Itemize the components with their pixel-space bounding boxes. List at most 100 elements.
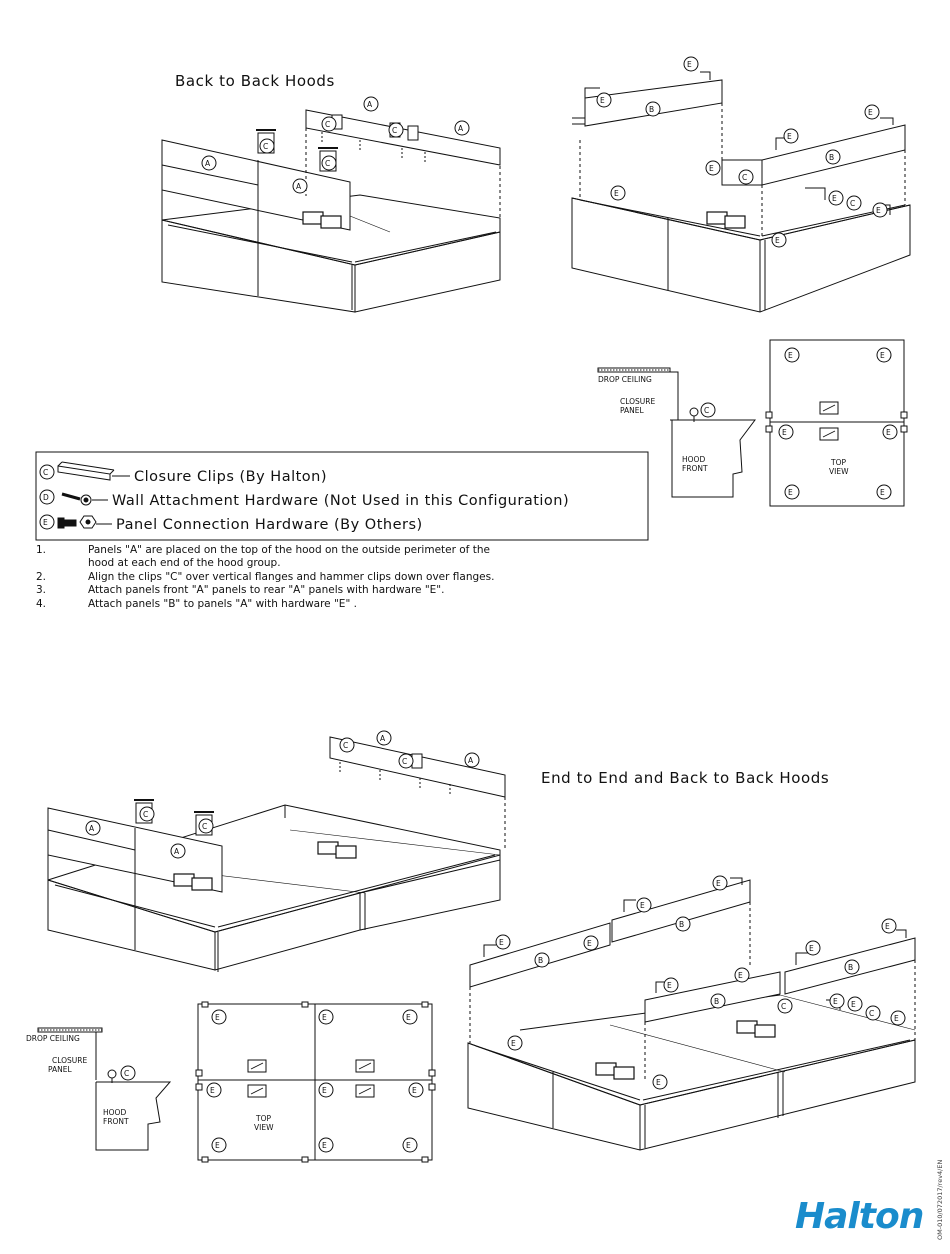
- top-view-drawing: [765, 339, 908, 507]
- legend-letter: C: [43, 468, 48, 477]
- closure-panel-label: CLOSURE: [52, 1056, 88, 1065]
- label-e: E: [412, 1086, 417, 1095]
- side-section-labels: DROP CEILING CLOSURE PANEL HOOD FRONT C: [598, 375, 716, 473]
- label-e: E: [788, 351, 793, 360]
- end-to-end-hood-drawing: [47, 736, 506, 972]
- label-e: E: [406, 1013, 411, 1022]
- closure-clip-icon: [57, 461, 115, 481]
- label-b: B: [679, 920, 684, 929]
- top-view-labels-2: TOP VIEW E E E E E E E E E: [206, 1009, 424, 1153]
- note-item: 3. Attach panels front "A" panels to rea…: [36, 584, 516, 597]
- label-e: E: [832, 194, 837, 203]
- note-item: 4. Attach panels "B" to panels "A" with …: [36, 598, 516, 611]
- label-e: E: [880, 488, 885, 497]
- label-a: A: [205, 159, 211, 168]
- label-b: B: [649, 105, 654, 114]
- title-end-to-end: End to End and Back to Back Hoods: [541, 769, 829, 787]
- label-e: E: [210, 1086, 215, 1095]
- label-c: C: [143, 810, 148, 819]
- label-e: E: [886, 428, 891, 437]
- top-view-label: VIEW: [254, 1123, 274, 1132]
- legend-text: Panel Connection Hardware (By Others): [116, 517, 423, 533]
- end-to-end-panel-b-drawing: [467, 877, 916, 1151]
- label-e: E: [215, 1141, 220, 1150]
- legend-item-panel-connection: E Panel Connection Hardware (By Others): [39, 514, 423, 533]
- legend-text: Closure Clips (By Halton): [134, 469, 327, 485]
- note-text: Panels "A" are placed on the top of the …: [88, 544, 490, 570]
- hood-front-label: HOOD: [103, 1108, 126, 1117]
- label-a: A: [367, 100, 373, 109]
- label-a: A: [89, 824, 95, 833]
- label-e: E: [775, 236, 780, 245]
- panel-b-labels: B B E E E E E C E E C E E: [596, 56, 888, 248]
- legend-letter: E: [43, 518, 48, 527]
- note-item: 1. Panels "A" are placed on the top of t…: [36, 544, 516, 571]
- note-number: 1.: [36, 544, 47, 556]
- label-c: C: [742, 173, 747, 182]
- label-c: C: [869, 1009, 874, 1018]
- label-e: E: [851, 1000, 856, 1009]
- side-section-drawing-2: [37, 1027, 172, 1151]
- label-b: B: [714, 997, 719, 1006]
- legend-item-wall-attachment: D Wall Attachment Hardware (Not Used in …: [39, 489, 569, 509]
- label-c: C: [325, 159, 330, 168]
- label-e: E: [782, 428, 787, 437]
- label-e: E: [215, 1013, 220, 1022]
- top-view-label: TOP: [255, 1114, 271, 1123]
- label-c: C: [781, 1002, 786, 1011]
- label-e: E: [868, 108, 873, 117]
- note-text: Attach panels front "A" panels to rear "…: [88, 584, 445, 597]
- top-view-label: TOP: [830, 458, 846, 467]
- label-e: E: [511, 1039, 516, 1048]
- label-e: E: [788, 488, 793, 497]
- hardware-legend: C Closure Clips (By Halton) D Wall Attac…: [35, 451, 649, 541]
- label-c: C: [850, 199, 855, 208]
- top-view-labels: TOP VIEW E E E E E E: [778, 347, 898, 500]
- end-to-end-labels: End to End and Back to Back Hoods A A A …: [85, 730, 829, 859]
- label-c: C: [392, 126, 397, 135]
- label-e: E: [880, 351, 885, 360]
- bolt-and-nut-icon: [57, 515, 97, 529]
- label-b: B: [538, 956, 543, 965]
- top-view-drawing-2: [195, 1001, 436, 1163]
- label-c: C: [263, 142, 268, 151]
- label-a: A: [296, 182, 302, 191]
- label-e: E: [876, 206, 881, 215]
- label-e: E: [587, 939, 592, 948]
- label-c: C: [124, 1069, 129, 1078]
- closure-panel-label: PANEL: [48, 1065, 73, 1074]
- instruction-notes: 1. Panels "A" are placed on the top of t…: [36, 544, 516, 611]
- label-e: E: [322, 1086, 327, 1095]
- label-e: E: [322, 1013, 327, 1022]
- document-id: OM-010/072017/rev4/EN: [936, 1159, 944, 1240]
- side-section-drawing: [597, 367, 756, 498]
- label-e: E: [894, 1014, 899, 1023]
- note-number: 4.: [36, 597, 47, 610]
- label-c: C: [704, 406, 709, 415]
- end-to-end-panel-b-labels: B B B B E E E E E E E E C E E C E E E: [495, 875, 906, 1090]
- label-c: C: [325, 120, 330, 129]
- label-e: E: [322, 1141, 327, 1150]
- label-a: A: [174, 847, 180, 856]
- legend-item-closure-clips: C Closure Clips (By Halton): [39, 461, 327, 485]
- label-e: E: [833, 997, 838, 1006]
- label-a: A: [458, 124, 464, 133]
- wall-attachment-screw-icon: [61, 492, 92, 506]
- label-c: C: [343, 741, 348, 750]
- note-number: 2.: [36, 570, 47, 583]
- side-section-labels-2: DROP CEILING CLOSURE PANEL HOOD FRONT C: [26, 1034, 136, 1126]
- label-e: E: [406, 1141, 411, 1150]
- closure-panel-label: CLOSURE: [620, 397, 656, 406]
- legend-text: Wall Attachment Hardware (Not Used in th…: [112, 493, 569, 509]
- note-text: Attach panels "B" to panels "A" with har…: [88, 597, 357, 610]
- label-e: E: [738, 971, 743, 980]
- note-text: Align the clips "C" over vertical flange…: [88, 570, 495, 583]
- label-e: E: [600, 96, 605, 105]
- label-e: E: [716, 879, 721, 888]
- label-c: C: [202, 822, 207, 831]
- halton-logo: Halton: [795, 1196, 924, 1237]
- label-e: E: [499, 938, 504, 947]
- label-e: E: [614, 189, 619, 198]
- legend-letter: D: [43, 493, 49, 502]
